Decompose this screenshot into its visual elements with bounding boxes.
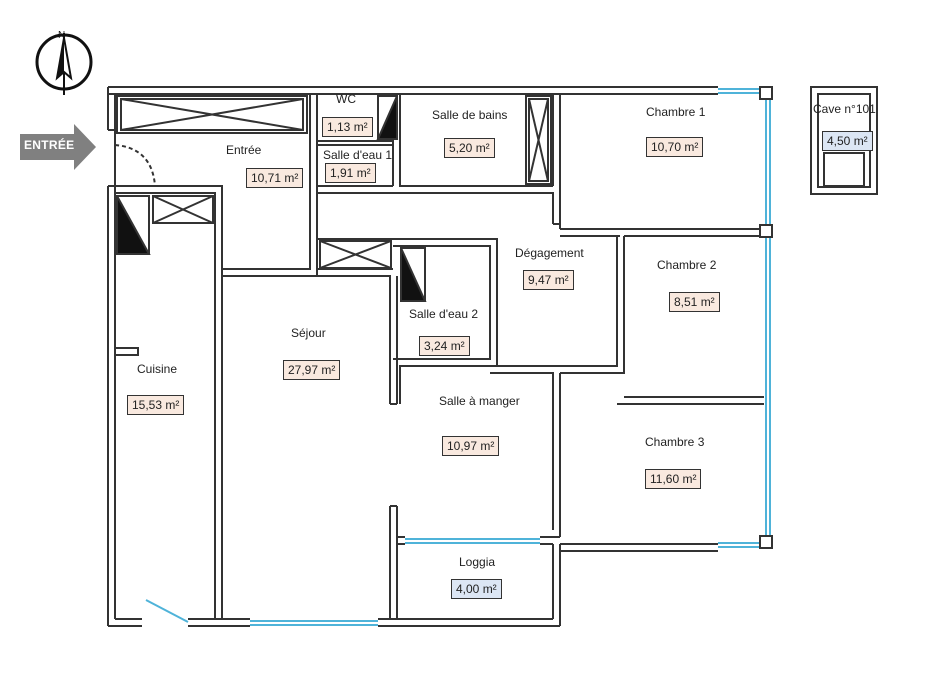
room-area-chambre-1: 10,70 m²: [646, 137, 704, 157]
room-area-salle-eau-1: 1,91 m²: [325, 163, 376, 183]
fixtures: [116, 95, 427, 302]
room-name-degagement: Dégagement: [515, 246, 584, 260]
entry-door: [108, 129, 156, 187]
room-name-cave: Cave n°101: [813, 102, 876, 116]
room-area-sejour: 27,97 m²: [283, 360, 341, 380]
interior-walls: [115, 86, 878, 620]
room-area-cuisine: 15,53 m²: [127, 395, 185, 415]
compass-icon: N: [35, 30, 93, 95]
room-area-salle-manger: 10,97 m²: [442, 436, 500, 456]
room-area-entree: 10,71 m²: [246, 168, 304, 188]
room-area-cave: 4,50 m²: [822, 131, 873, 151]
room-name-salle-manger: Salle à manger: [439, 394, 520, 408]
room-area-wc: 1,13 m²: [322, 117, 373, 137]
room-area-salle-eau-2: 3,24 m²: [419, 336, 470, 356]
outer-walls: [107, 86, 718, 627]
room-name-entree: Entrée: [226, 143, 262, 157]
compass-letter: N: [58, 30, 65, 41]
room-name-chambre-3: Chambre 3: [645, 435, 705, 449]
room-name-salle-eau-2: Salle d'eau 2: [409, 307, 479, 321]
room-area-loggia: 4,00 m²: [451, 579, 502, 599]
room-name-salle-eau-1: Salle d'eau 1: [323, 148, 393, 162]
entry-label: ENTRÉE: [24, 138, 75, 152]
room-area-chambre-3: 11,60 m²: [645, 469, 702, 489]
room-name-salle-bains: Salle de bains: [432, 108, 508, 122]
window-caps: [759, 86, 773, 549]
room-name-chambre-2: Chambre 2: [657, 258, 717, 272]
storage-cabinets: [116, 95, 865, 269]
room-name-loggia: Loggia: [459, 555, 496, 569]
room-name-wc: WC: [336, 92, 356, 106]
room-name-chambre-1: Chambre 1: [646, 105, 706, 119]
room-area-chambre-2: 8,51 m²: [669, 292, 720, 312]
entry-arrow: [20, 124, 96, 170]
room-name-cuisine: Cuisine: [137, 362, 178, 376]
room-name-sejour: Séjour: [291, 326, 326, 340]
room-area-salle-bains: 5,20 m²: [444, 138, 495, 158]
windows: [145, 88, 771, 626]
room-area-degagement: 9,47 m²: [523, 270, 574, 290]
